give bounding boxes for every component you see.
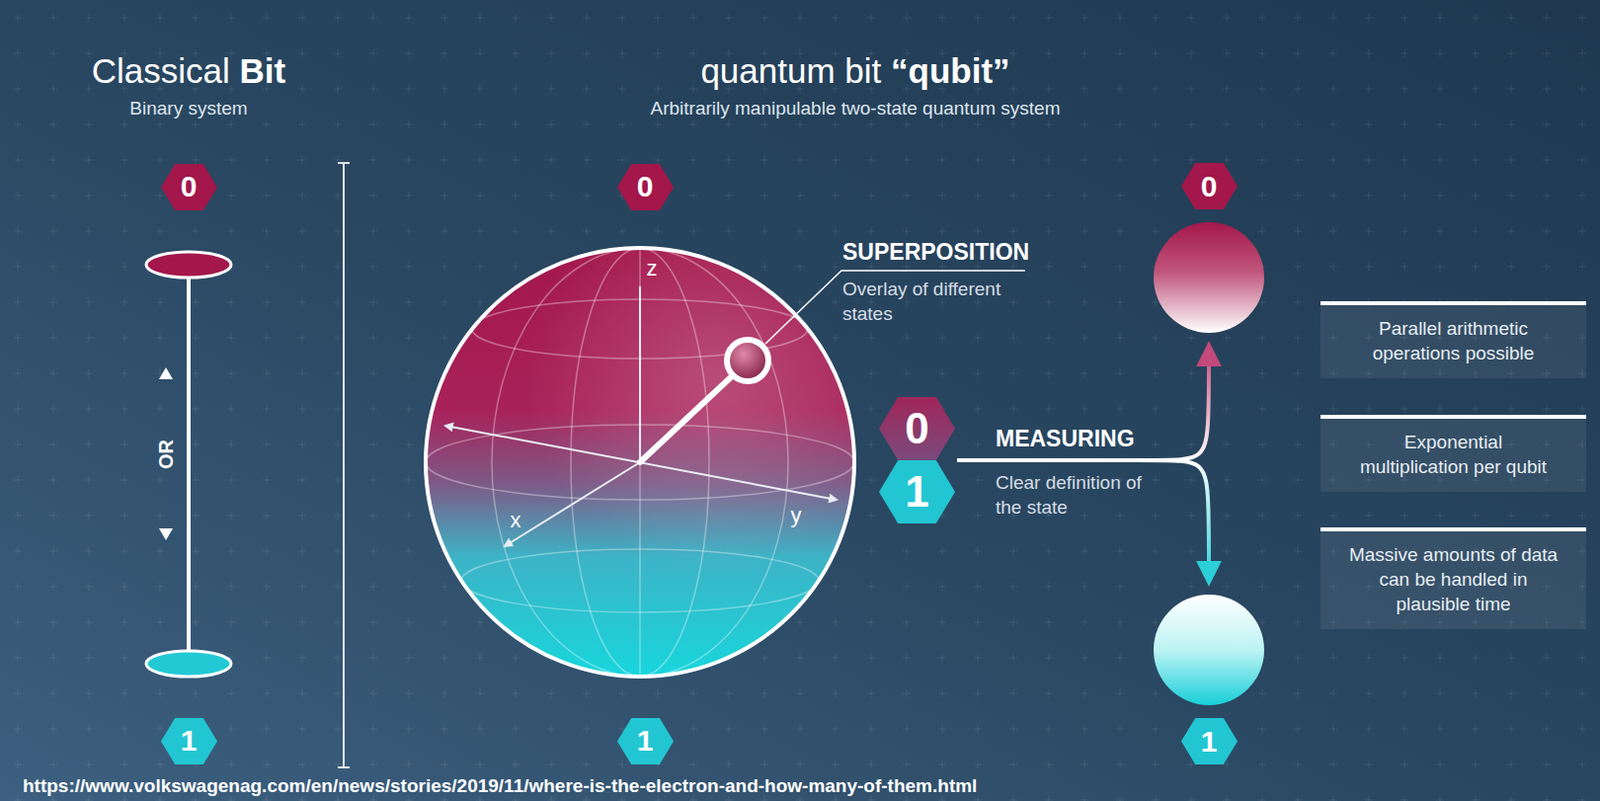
measured-state-zero: 0 (1153, 162, 1265, 333)
title: Bit (240, 48, 287, 94)
hexagon-fill (1181, 718, 1238, 765)
state-sphere-fill (1153, 594, 1265, 706)
state-hexagon: 1 (160, 718, 218, 765)
state-number: 0 (637, 171, 654, 202)
property-box: Parallel arithmetic operations possible (1320, 301, 1587, 379)
axis-label: x (510, 506, 522, 536)
axis-label: y (791, 501, 802, 531)
callout-heading: MEASURING (995, 424, 1135, 455)
or-label: OR (153, 439, 179, 470)
hexagon-fill (617, 163, 674, 211)
state-sphere (1153, 594, 1265, 706)
hexagon-fill (160, 718, 218, 765)
measurement-arrow (957, 348, 1209, 461)
state-number: 1 (904, 470, 929, 514)
hexagon-fill (879, 460, 956, 524)
title: “qubit” (890, 48, 1011, 94)
x-axis (504, 462, 640, 547)
state-sphere-fill (1153, 222, 1265, 333)
callout-heading: SUPERPOSITION (842, 238, 1030, 268)
hexagon-fill (160, 163, 218, 211)
state-number: 1 (1200, 726, 1218, 757)
state-number: 0 (904, 406, 929, 451)
state-number: 0 (1200, 171, 1218, 202)
state-hexagon: 1 (617, 718, 674, 765)
z-axis (639, 286, 641, 463)
bit-one-disc (146, 650, 232, 677)
state-point (726, 339, 769, 382)
box-text: Parallel arithmetic operations possible (1348, 317, 1559, 366)
state-number: 0 (180, 171, 198, 202)
title: Classical (91, 48, 231, 94)
leader-line (765, 270, 1026, 344)
measurement-arrow (957, 460, 1209, 579)
hexagon-fill (617, 718, 674, 765)
subtitle: Binary system (129, 96, 247, 122)
measurement-hexagons: 01 (879, 397, 956, 524)
bit-bar (186, 264, 191, 664)
callout-text: Clear definition of the state (995, 471, 1154, 520)
property-box: Massive amounts of data can be handled i… (1320, 527, 1587, 630)
sphere-grid (425, 247, 855, 677)
state-hexagon: 0 (879, 397, 956, 461)
measured-state-one: 1 (1153, 594, 1265, 765)
title: quantum bit (700, 48, 881, 94)
subtitle: Arbitrarily manipulable two-state quantu… (649, 96, 1060, 122)
state-hexagon: 0 (160, 163, 218, 211)
axis-label: z (646, 254, 658, 284)
qubit-state-hexagon: 0 (617, 163, 674, 211)
hexagon-fill (1181, 162, 1238, 210)
state-sphere (1153, 222, 1265, 333)
box-text: Massive amounts of data can be handled i… (1348, 543, 1559, 617)
sphere-outline (425, 247, 855, 677)
state-vector (640, 376, 732, 463)
property-box: Exponential multiplication per qubit (1320, 414, 1587, 492)
bit-zero-disc (146, 251, 232, 278)
state-number: 1 (637, 725, 654, 756)
source-url: https://www.volkswagenag.com/en/news/sto… (22, 774, 977, 800)
up-triangle (159, 367, 173, 380)
sphere-highlight (425, 247, 855, 677)
bit-state-hexagon: 0 (160, 163, 218, 211)
state-hexagon: 0 (617, 163, 674, 211)
hexagon-fill (879, 397, 956, 461)
callout-text: Overlay of different states (842, 277, 1011, 326)
state-hexagon: 1 (1181, 718, 1238, 765)
state-hexagon: 0 (1181, 162, 1238, 210)
state-hexagon: 1 (879, 460, 956, 524)
title-line: quantum bit“qubit” (700, 48, 1010, 94)
divider (337, 162, 350, 768)
down-triangle (159, 528, 173, 541)
state-number: 1 (180, 725, 198, 756)
bit-state-hexagon: 1 (160, 718, 218, 765)
qubit-state-hexagon: 1 (617, 718, 674, 765)
box-text: Exponential multiplication per qubit (1348, 430, 1559, 480)
bloch-sphere (425, 247, 855, 677)
longitude (491, 247, 789, 677)
title-line: ClassicalBit (91, 48, 287, 94)
